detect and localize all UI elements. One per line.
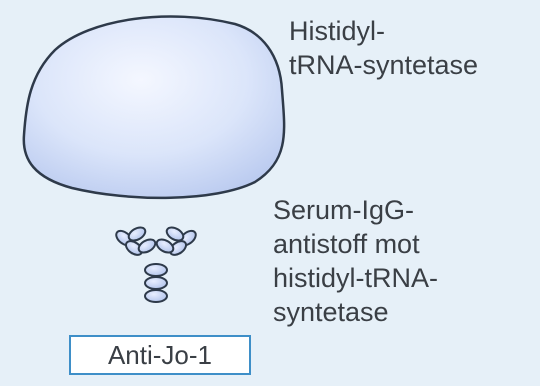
enzyme-label: Histidyl- tRNA-syntetase (289, 14, 478, 82)
antibody-label-line: histidyl-tRNA- (273, 263, 439, 293)
antibody-label: Serum-IgG- antistoff mot histidyl-tRNA- … (273, 193, 438, 329)
anti-jo-1-box: Anti-Jo-1 (69, 335, 251, 375)
antibody-label-line: Serum-IgG- (273, 195, 415, 225)
enzyme-shape (22, 15, 286, 200)
enzyme-label-line: tRNA-syntetase (289, 50, 479, 80)
antibody-icon (115, 226, 197, 303)
enzyme-label-line: Histidyl- (289, 16, 386, 46)
antibody-label-line: syntetase (273, 297, 389, 327)
antibody-label-line: antistoff mot (273, 229, 420, 259)
